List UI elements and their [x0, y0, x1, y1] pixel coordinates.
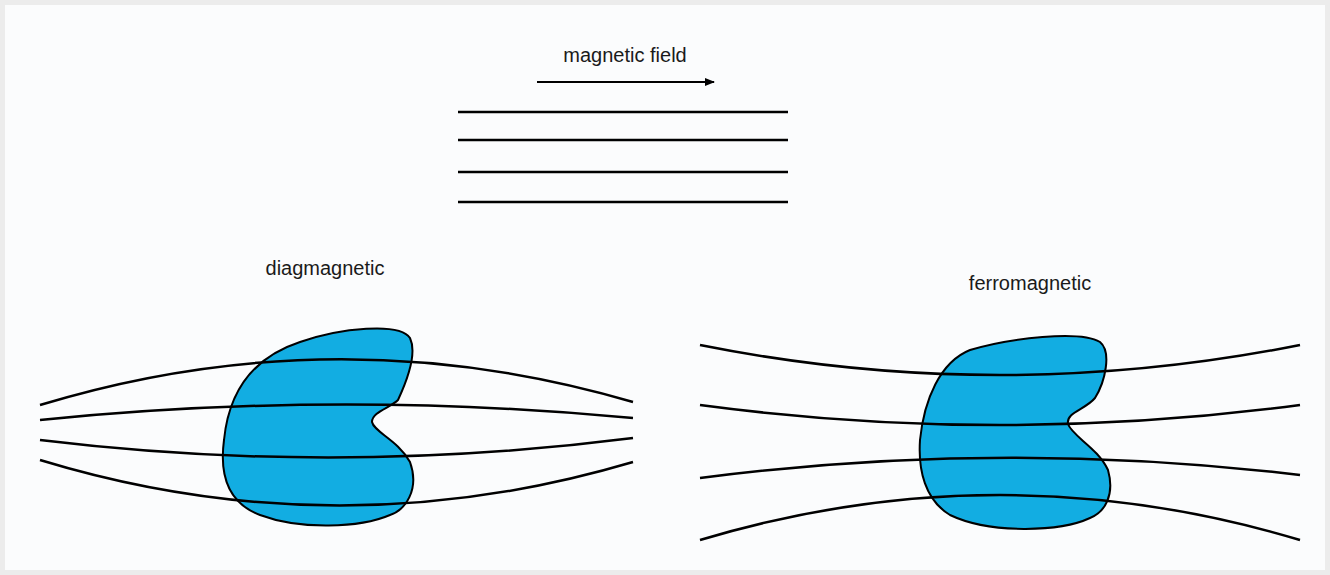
panel: [5, 5, 1325, 570]
ferromagnetic-body: [920, 336, 1111, 529]
field-label: magnetic field: [563, 43, 686, 67]
diamagnetic-field-lines: [40, 359, 633, 505]
uniform-field-lines: [458, 112, 788, 202]
diamagnetic-body: [223, 328, 413, 525]
material-label: diagmagnetic: [266, 256, 385, 280]
ferromagnetic-field-lines: [700, 345, 1300, 540]
material-label: ferromagnetic: [969, 271, 1091, 295]
field-arrow: [537, 81, 714, 83]
